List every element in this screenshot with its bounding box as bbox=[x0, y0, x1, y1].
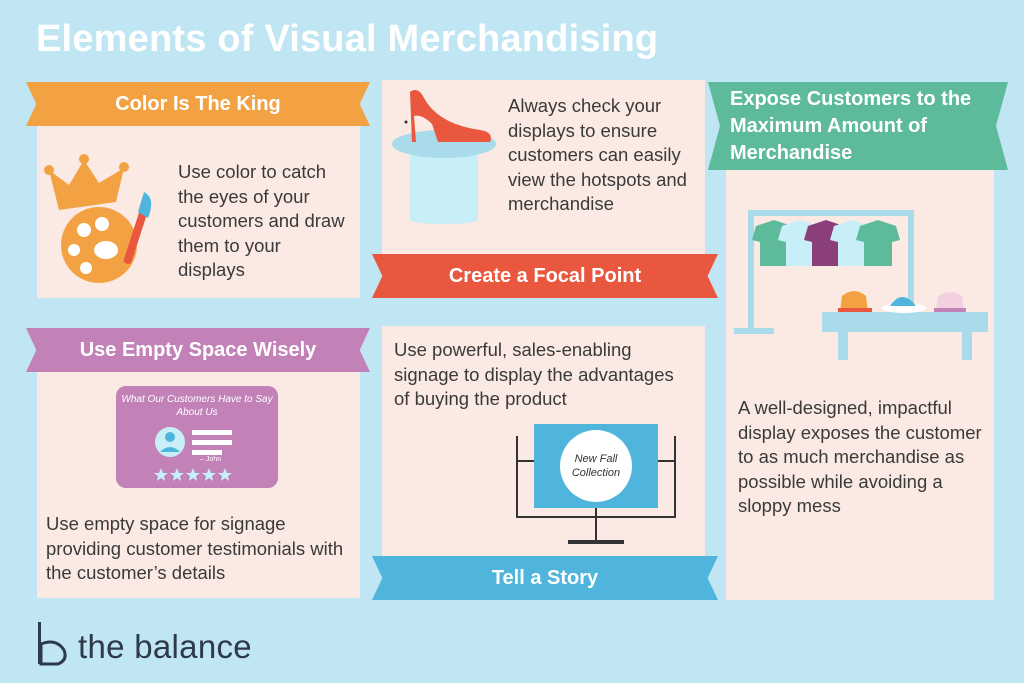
page-title: Elements of Visual Merchandising bbox=[36, 18, 659, 60]
ribbon-focal: Create a Focal Point bbox=[372, 254, 718, 298]
ribbon-expose: Expose Customers to the Maximum Amount o… bbox=[708, 82, 1008, 170]
testimonial-card-icon bbox=[116, 386, 278, 488]
ribbon-story: Tell a Story bbox=[372, 556, 718, 600]
story-body: Use powerful, sales-enabling signage to … bbox=[394, 339, 674, 409]
paint-palette-crown-icon bbox=[44, 150, 164, 285]
sign-caption: New Fall Collection bbox=[571, 453, 621, 479]
space-body: Use empty space for signage providing cu… bbox=[46, 513, 344, 583]
expose-body: A well-designed, impactful display expos… bbox=[738, 397, 982, 516]
brand-name: the balance bbox=[78, 628, 252, 665]
testimonial-author: – John bbox=[200, 456, 222, 463]
the-balance-logo-icon bbox=[34, 620, 72, 668]
ribbon-color: Color Is The King bbox=[26, 82, 370, 126]
color-body: Use color to catch the eyes of your cust… bbox=[178, 161, 345, 280]
signage-screen-icon bbox=[512, 420, 680, 546]
clothing-rack-icon bbox=[734, 204, 988, 364]
testimonial-title: What Our Customers Have to Say About Us bbox=[121, 394, 273, 418]
high-heel-shoe-icon bbox=[388, 84, 500, 224]
ribbon-space: Use Empty Space Wisely bbox=[26, 328, 370, 372]
focal-body: Always check your displays to ensure cus… bbox=[508, 95, 687, 214]
